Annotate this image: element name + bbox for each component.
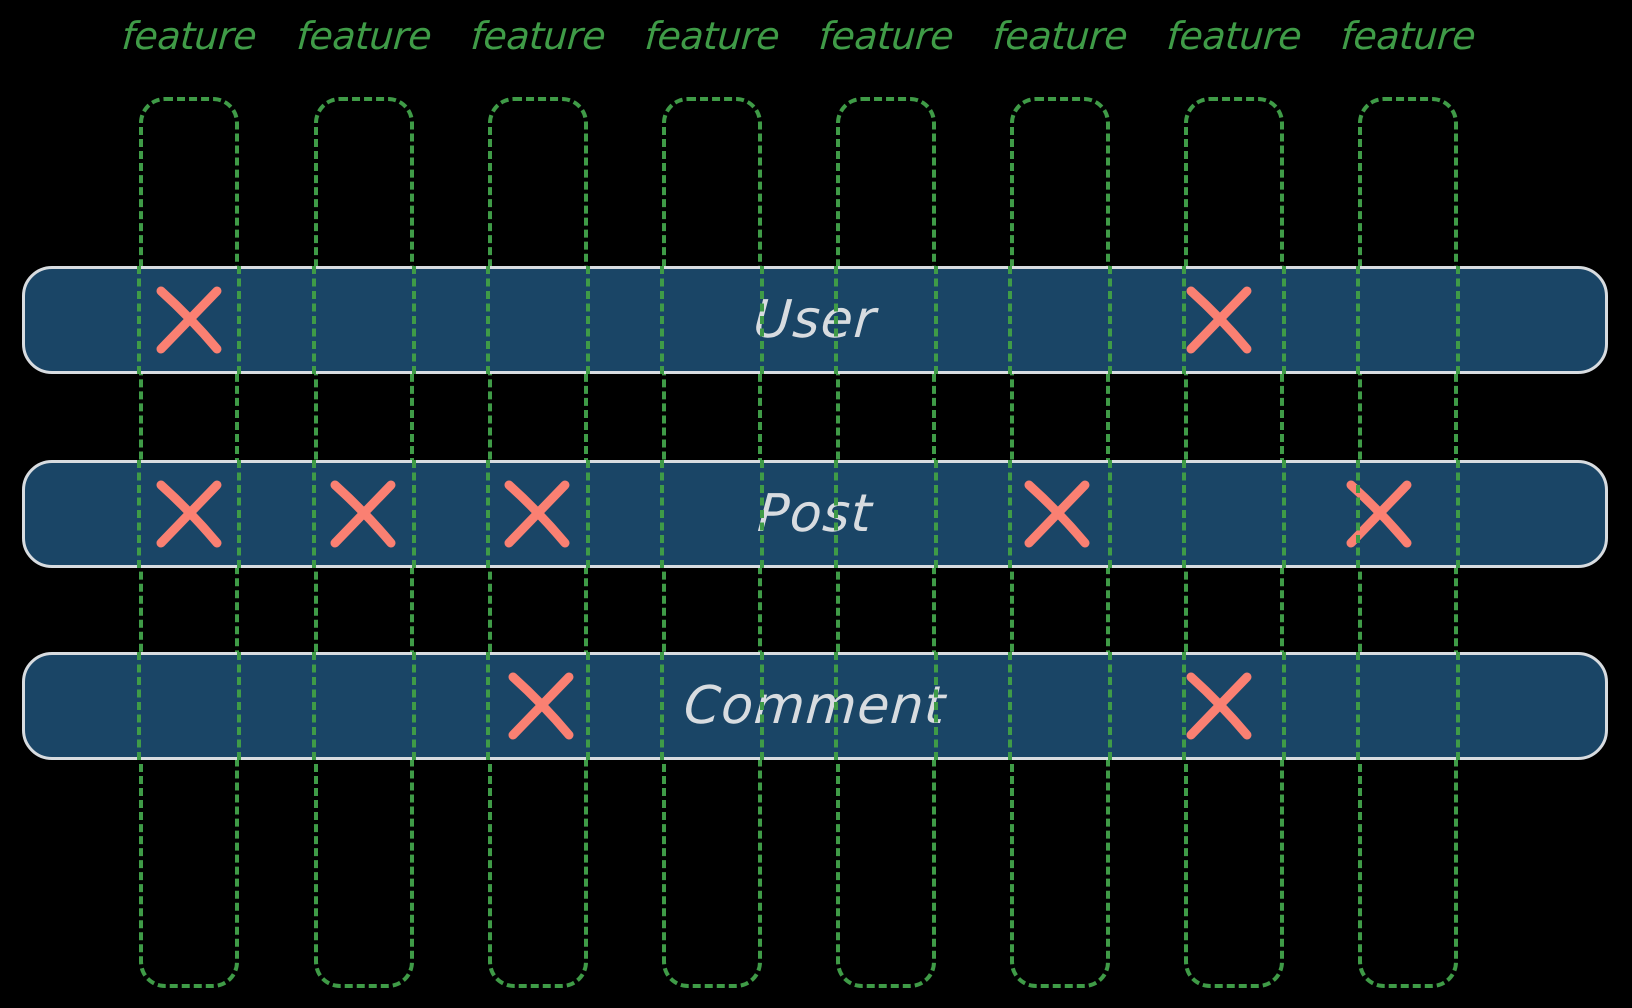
feature-gridline-overlay — [137, 460, 141, 568]
feature-gridline-overlay — [1356, 460, 1360, 568]
x-mark-icon — [1342, 477, 1416, 551]
feature-gridline-overlay — [1182, 266, 1186, 374]
feature-gridline-overlay — [412, 460, 416, 568]
feature-label-6: feature — [991, 14, 1129, 58]
feature-gridline-overlay — [312, 652, 316, 760]
feature-gridline-overlay — [1282, 652, 1286, 760]
feature-gridline-overlay — [1456, 652, 1460, 760]
x-mark-icon — [504, 669, 578, 743]
feature-gridline-overlay — [1108, 652, 1112, 760]
entity-row-user[interactable]: User — [22, 266, 1608, 374]
feature-gridline-overlay — [934, 652, 938, 760]
feature-gridline-overlay — [834, 460, 838, 568]
feature-gridline-overlay — [1282, 460, 1286, 568]
feature-gridline-overlay — [137, 266, 141, 374]
feature-gridline-overlay — [486, 652, 490, 760]
feature-label-8: feature — [1339, 14, 1477, 58]
feature-gridline-overlay — [1456, 266, 1460, 374]
x-mark-icon — [1182, 283, 1256, 357]
feature-gridline-overlay — [237, 652, 241, 760]
feature-gridline-overlay — [586, 652, 590, 760]
feature-gridline-overlay — [760, 266, 764, 374]
feature-gridline-overlay — [312, 460, 316, 568]
feature-gridline-overlay — [660, 460, 664, 568]
feature-gridline-overlay — [660, 266, 664, 374]
feature-gridline-overlay — [237, 266, 241, 374]
feature-label-2: feature — [295, 14, 433, 58]
feature-gridline-overlay — [486, 266, 490, 374]
feature-gridline-overlay — [1356, 266, 1360, 374]
feature-gridline-overlay — [1008, 652, 1012, 760]
feature-label-5: feature — [817, 14, 955, 58]
entity-row-post[interactable]: Post — [22, 460, 1608, 568]
x-mark-icon — [1020, 477, 1094, 551]
feature-gridline-overlay — [1108, 266, 1112, 374]
x-mark-icon — [326, 477, 400, 551]
feature-gridline-overlay — [834, 266, 838, 374]
feature-label-4: feature — [643, 14, 781, 58]
feature-label-1: feature — [120, 14, 258, 58]
feature-label-7: feature — [1165, 14, 1303, 58]
feature-gridline-overlay — [1282, 266, 1286, 374]
feature-gridline-overlay — [586, 266, 590, 374]
feature-gridline-overlay — [586, 460, 590, 568]
feature-gridline-overlay — [137, 652, 141, 760]
entity-label-comment: Comment — [682, 676, 948, 736]
feature-gridline-overlay — [486, 460, 490, 568]
feature-gridline-overlay — [1008, 460, 1012, 568]
x-mark-icon — [1182, 669, 1256, 743]
x-mark-icon — [500, 477, 574, 551]
entity-row-comment[interactable]: Comment — [22, 652, 1608, 760]
feature-gridline-overlay — [834, 652, 838, 760]
feature-gridline-overlay — [934, 266, 938, 374]
entity-label-user: User — [751, 290, 879, 350]
feature-gridline-overlay — [1108, 460, 1112, 568]
feature-gridline-overlay — [934, 460, 938, 568]
feature-gridline-overlay — [1182, 460, 1186, 568]
feature-gridline-overlay — [760, 460, 764, 568]
x-mark-icon — [152, 283, 226, 357]
feature-gridline-overlay — [1356, 652, 1360, 760]
feature-gridline-overlay — [412, 652, 416, 760]
feature-gridline-overlay — [412, 266, 416, 374]
feature-gridline-overlay — [237, 460, 241, 568]
feature-gridline-overlay — [1456, 460, 1460, 568]
x-mark-icon — [152, 477, 226, 551]
feature-gridline-overlay — [660, 652, 664, 760]
feature-gridline-overlay — [1008, 266, 1012, 374]
feature-label-3: feature — [469, 14, 607, 58]
feature-gridline-overlay — [760, 652, 764, 760]
feature-gridline-overlay — [312, 266, 316, 374]
feature-gridline-overlay — [1182, 652, 1186, 760]
